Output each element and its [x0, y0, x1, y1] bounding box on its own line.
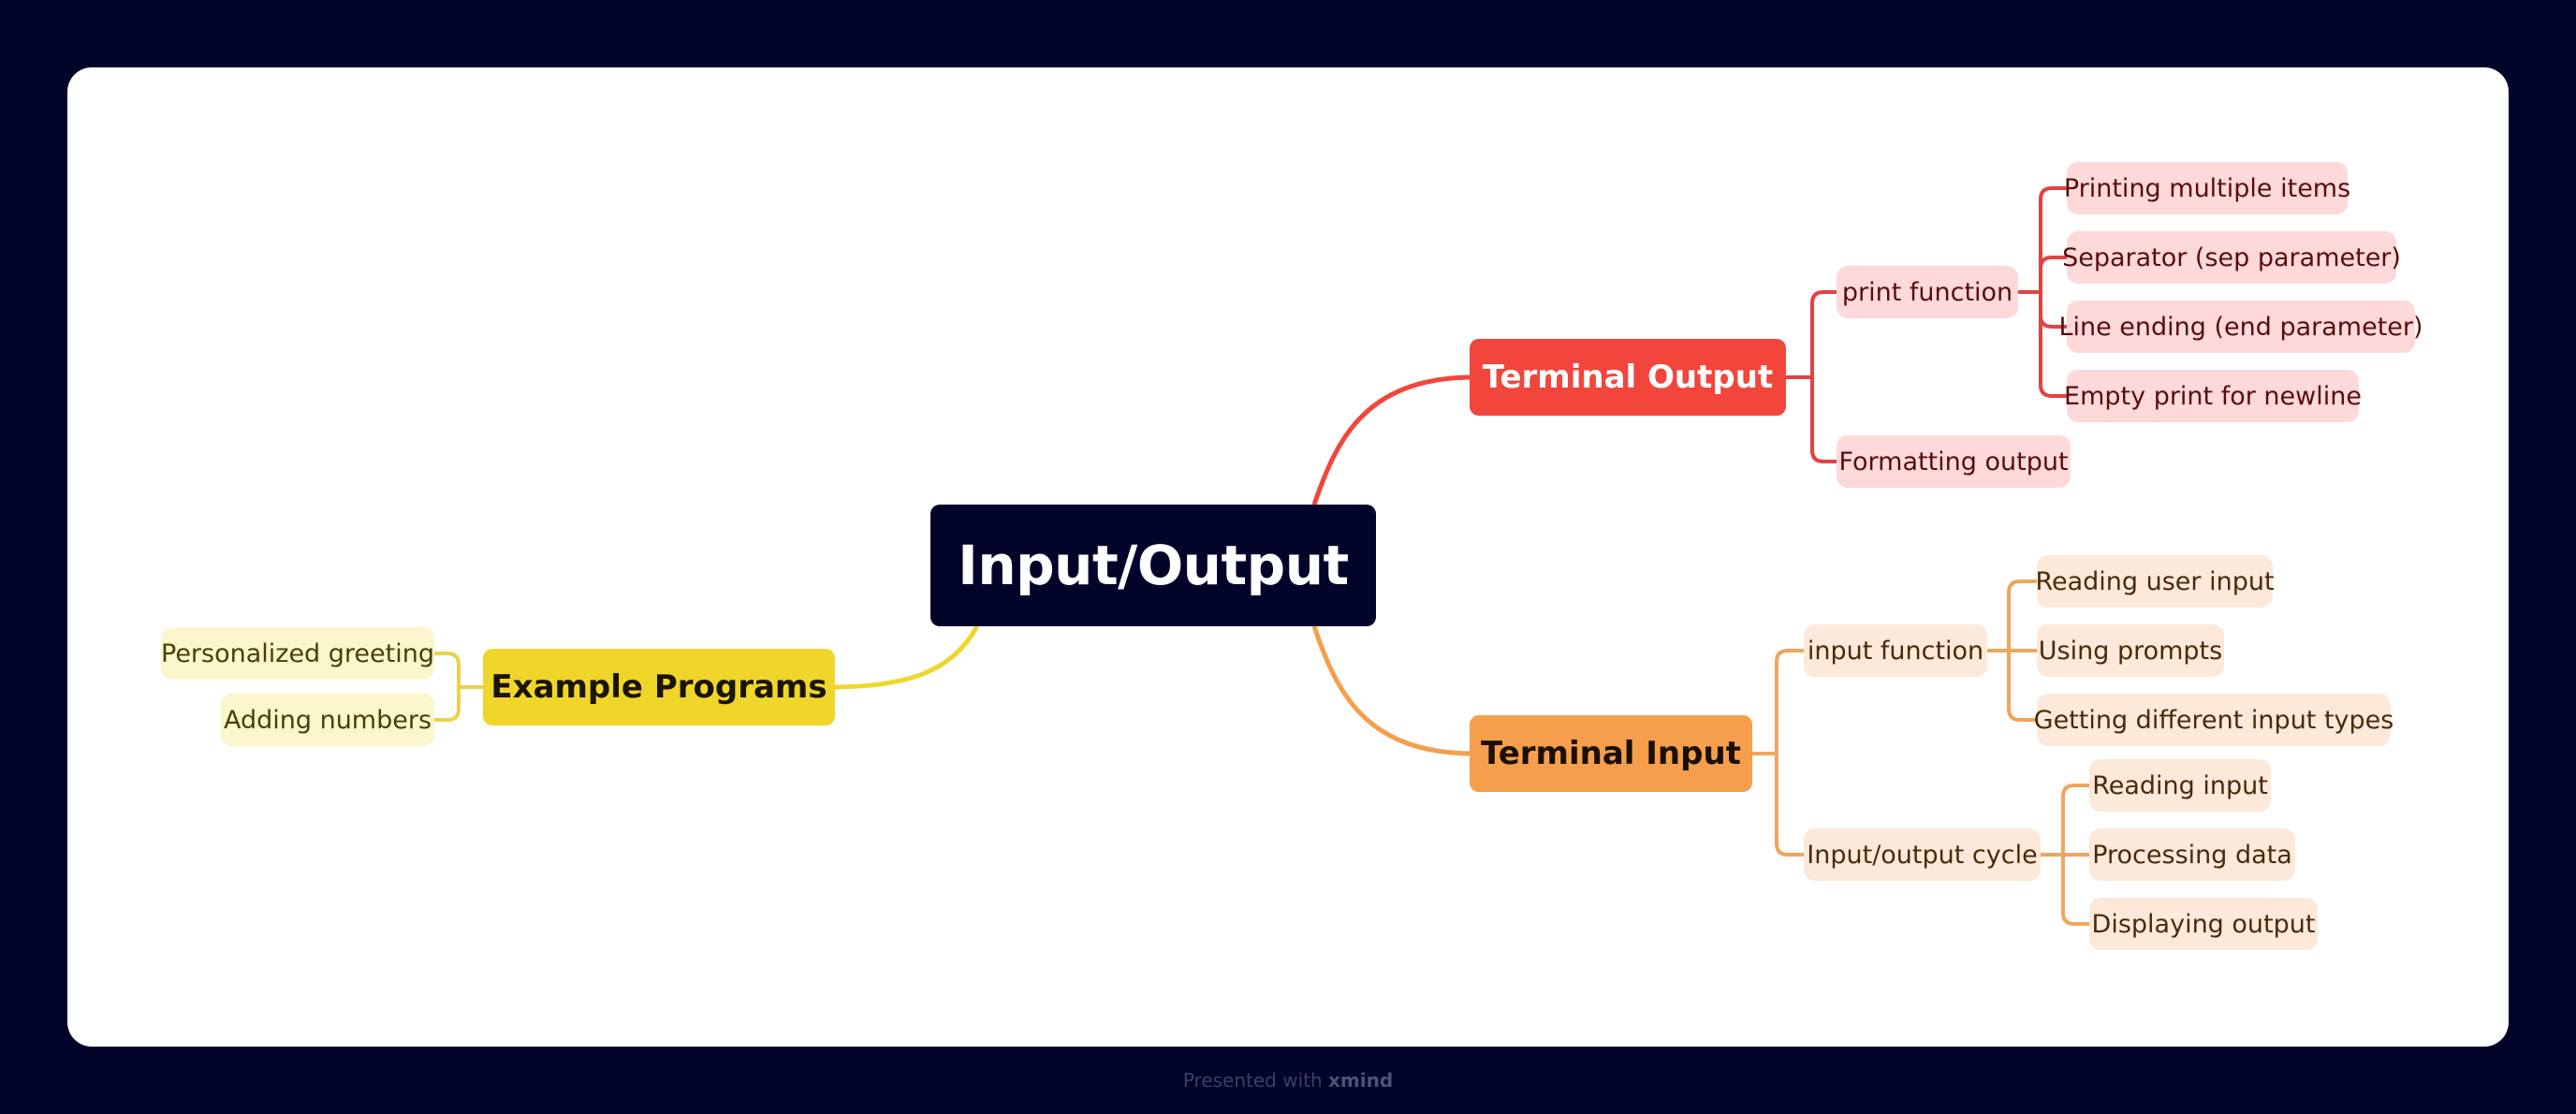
topic-terminal-output[interactable]: Terminal Output	[1470, 339, 1786, 416]
subtopic-using-prompts[interactable]: Using prompts	[2037, 624, 2224, 677]
link-cycle-1	[2061, 784, 2089, 855]
link-central-examples	[834, 624, 980, 690]
link-central-output	[1311, 374, 1472, 506]
link-output-format	[1810, 377, 1837, 463]
topic-terminal-input[interactable]: Terminal Input	[1470, 715, 1752, 792]
mind-map-canvas: Input/Output Terminal Output Terminal In…	[67, 67, 2509, 1047]
link-output-print	[1810, 290, 1837, 377]
subtopic-separator[interactable]: Separator (sep parameter)	[2062, 231, 2401, 284]
link-examples-1	[434, 652, 461, 687]
link-input-cycle	[1775, 754, 1804, 857]
central-topic[interactable]: Input/Output	[930, 505, 1376, 626]
connector-lines	[434, 186, 2089, 926]
subtopic-formatting-output[interactable]: Formatting output	[1837, 435, 2071, 488]
subtopic-reading-user-input[interactable]: Reading user input	[2035, 555, 2275, 608]
link-print-4	[2039, 292, 2067, 398]
subtopic-input-function[interactable]: input function	[1804, 624, 1987, 677]
link-examples-2	[434, 687, 461, 722]
subtopic-line-ending[interactable]: Line ending (end parameter)	[2058, 300, 2423, 353]
subtopic-different-input-types[interactable]: Getting different input types	[2034, 694, 2393, 746]
footer-prefix: Presented with	[1182, 1069, 1323, 1092]
subtopic-printing-multiple-items[interactable]: Printing multiple items	[2064, 162, 2350, 214]
subtopic-personalized-greeting[interactable]: Personalized greeting	[161, 627, 434, 680]
presented-with-footer: Presented with xmind	[0, 1069, 2576, 1092]
subtopic-print-function[interactable]: print function	[1837, 266, 2018, 318]
link-print-2	[2039, 256, 2067, 292]
subtopic-displaying-output[interactable]: Displaying output	[2089, 898, 2318, 950]
subtopic-reading-input[interactable]: Reading input	[2089, 759, 2271, 812]
subtopic-io-cycle[interactable]: Input/output cycle	[1804, 828, 2041, 881]
link-function-3	[2007, 651, 2037, 722]
link-cycle-3	[2061, 855, 2089, 926]
link-print-1	[2039, 186, 2067, 292]
subtopic-empty-print[interactable]: Empty print for newline	[2064, 370, 2362, 422]
link-function-1	[2007, 579, 2037, 651]
link-input-function	[1775, 649, 1804, 754]
link-central-input	[1311, 625, 1472, 756]
xmind-brand[interactable]: xmind	[1328, 1069, 1394, 1092]
subtopic-adding-numbers[interactable]: Adding numbers	[221, 694, 434, 746]
subtopic-processing-data[interactable]: Processing data	[2089, 828, 2295, 881]
topic-example-programs[interactable]: Example Programs	[483, 649, 835, 726]
